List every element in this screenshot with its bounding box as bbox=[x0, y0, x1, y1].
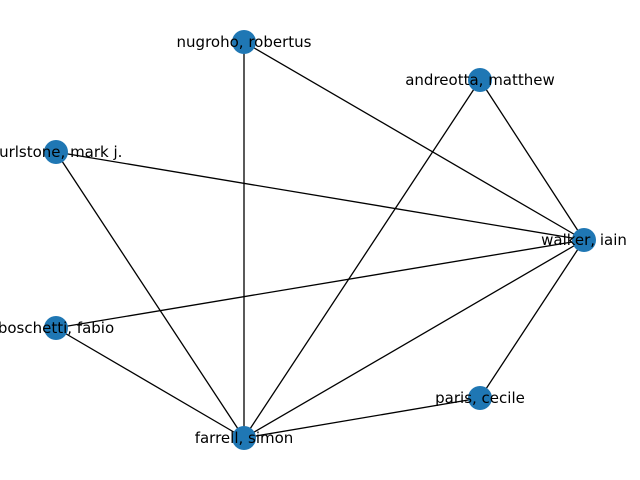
edge-andreotta-farrell bbox=[243, 79, 481, 439]
node-label-walker: walker, iain bbox=[541, 231, 627, 249]
edge-boschetti-farrell bbox=[55, 327, 245, 439]
edge-farrell-paris bbox=[243, 397, 481, 439]
edge-andreotta-walker bbox=[479, 79, 585, 241]
edge-layer bbox=[55, 41, 585, 439]
node-hurlstone bbox=[44, 140, 68, 164]
node-label-andreotta: andreotta, matthew bbox=[405, 71, 555, 89]
node-label-hurlstone: hurlstone, mark j. bbox=[0, 143, 122, 161]
node-label-paris: paris, cecile bbox=[435, 389, 525, 407]
node-label-nugroho: nugroho, robertus bbox=[177, 33, 312, 51]
node-walker bbox=[572, 228, 596, 252]
edge-walker-paris bbox=[479, 239, 585, 399]
node-nugroho bbox=[232, 30, 256, 54]
node-boschetti bbox=[44, 316, 68, 340]
node-layer bbox=[44, 30, 596, 450]
node-label-boschetti: boschetti, fabio bbox=[0, 319, 114, 337]
node-andreotta bbox=[468, 68, 492, 92]
edge-walker-boschetti bbox=[55, 239, 585, 329]
node-paris bbox=[468, 386, 492, 410]
node-label-farrell: farrell, simon bbox=[195, 429, 294, 447]
label-layer: nugroho, robertus andreotta, matthew hurls… bbox=[0, 33, 627, 447]
edge-walker-farrell bbox=[243, 239, 585, 439]
node-farrell bbox=[232, 426, 256, 450]
edge-hurlstone-walker bbox=[55, 151, 585, 241]
edge-hurlstone-farrell bbox=[55, 151, 245, 439]
edge-nugroho-walker bbox=[243, 41, 585, 241]
